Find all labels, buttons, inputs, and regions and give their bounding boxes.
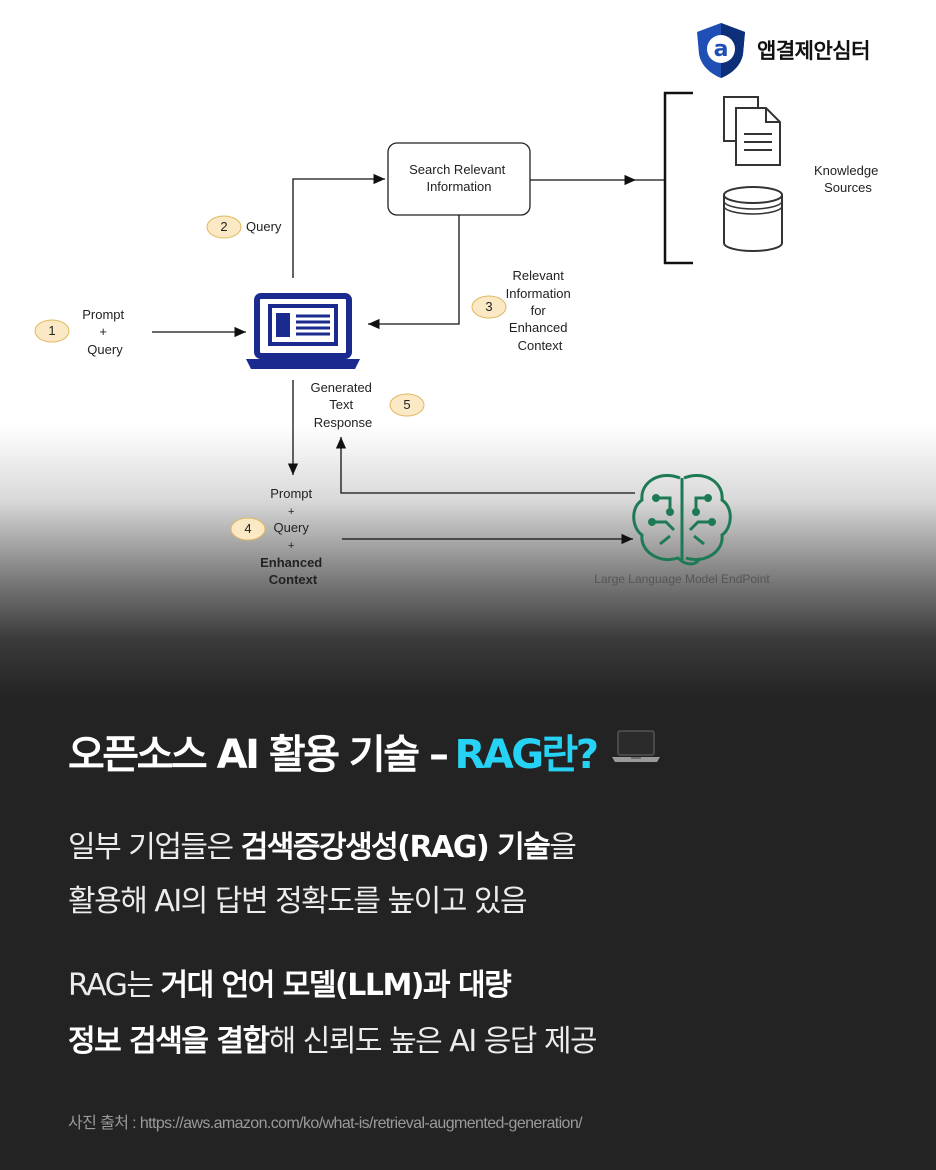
step-5-badge bbox=[389, 393, 425, 417]
generated-1: Generated bbox=[310, 380, 371, 395]
knowledge-label-1: Knowledge bbox=[814, 163, 878, 178]
body-l1-a: 일부 기업들은 bbox=[68, 830, 241, 865]
svg-text:Relevant Information f: Relevant Information for Enhanced Contex… bbox=[506, 268, 575, 353]
rag-diagram: Search Relevant Information Knowledge So… bbox=[34, 91, 882, 587]
step-2-badge bbox=[206, 215, 242, 239]
prompt-context-2: + bbox=[288, 506, 294, 518]
body-l1-b: 검색증강생성(RAG) 기술 bbox=[240, 830, 551, 865]
step-3-number: 3 bbox=[485, 299, 492, 314]
step-2-number: 2 bbox=[220, 219, 227, 234]
headline-accent: RAG란? bbox=[454, 732, 599, 778]
step-4-number: 4 bbox=[244, 521, 251, 536]
prompt-context-3: Query bbox=[273, 520, 309, 535]
search-box-line-1: Search Relevant bbox=[409, 162, 505, 177]
svg-text:Prompt + Query +: Prompt + Query + Enhanced Context bbox=[260, 486, 326, 587]
query-label: Query bbox=[246, 219, 282, 234]
arrow-llm-response bbox=[335, 437, 635, 494]
svg-text:Prompt + Query: Prompt + Query bbox=[82, 307, 128, 357]
step-4-badge bbox=[230, 517, 266, 541]
brand-name: 앱결제안심터 bbox=[757, 39, 870, 63]
prompt-context-4: + bbox=[288, 540, 294, 552]
body-line-4: 정보 검색을 결합해 신뢰도 높은 AI 응답 제공 bbox=[68, 1016, 598, 1060]
relevant-info-4: Enhanced bbox=[509, 320, 568, 335]
body-line-3: RAG는 거대 언어 모델(LLM)과 대량 bbox=[68, 960, 512, 1004]
body-l3-a: RAG는 bbox=[68, 968, 161, 1003]
relevant-info-3: for bbox=[531, 303, 547, 318]
prompt-query-3: Query bbox=[87, 342, 123, 357]
prompt-context-6: Context bbox=[269, 572, 318, 587]
knowledge-bracket bbox=[663, 91, 693, 265]
body-l4-b: 해 신뢰도 높은 AI 응답 제공 bbox=[268, 1024, 598, 1059]
svg-text:Search Relevant Informatio: Search Relevant Information bbox=[409, 162, 509, 194]
generated-3: Response bbox=[314, 415, 373, 430]
search-box-line-2: Information bbox=[426, 179, 491, 194]
step-1-badge bbox=[34, 319, 70, 343]
generated-2: Text bbox=[329, 397, 353, 412]
headline-main: 오픈소스 AI 활용 기술 – bbox=[68, 732, 449, 778]
llm-label: Large Language Model EndPoint bbox=[594, 572, 770, 586]
prompt-query-2: + bbox=[99, 324, 107, 339]
database-icon bbox=[723, 186, 783, 252]
body-line-1: 일부 기업들은 검색증강생성(RAG) 기술을 bbox=[68, 822, 577, 866]
body-l3-b: 거대 언어 모델(LLM)과 대량 bbox=[160, 968, 512, 1003]
relevant-info-2: Information bbox=[506, 286, 571, 301]
body-line-2: 활용해 AI의 답변 정확도를 높이고 있음 bbox=[68, 884, 528, 919]
svg-text:Generated Text Respons: Generated Text Response bbox=[310, 380, 375, 430]
step-3-badge bbox=[471, 295, 507, 319]
document-icon bbox=[723, 96, 781, 166]
prompt-context-1: Prompt bbox=[270, 486, 312, 501]
laptop-icon bbox=[611, 728, 661, 774]
relevant-info-5: Context bbox=[518, 338, 563, 353]
knowledge-label-2: Sources bbox=[824, 180, 872, 195]
brand-logo: a 앱결제안심터 bbox=[693, 20, 870, 80]
body-l4-a: 정보 검색을 결합 bbox=[68, 1024, 270, 1059]
diagram-background bbox=[0, 0, 936, 700]
laptop-icon bbox=[246, 293, 360, 369]
svg-text:a: a bbox=[714, 37, 729, 62]
photo-source: 사진 출처 : https://aws.amazon.com/ko/what-i… bbox=[68, 1115, 583, 1132]
headline: 오픈소스 AI 활용 기술 – RAG란? bbox=[68, 722, 661, 780]
arrow-relevant-info bbox=[368, 215, 460, 330]
svg-text:Knowledge Sources: Knowledge Sources bbox=[814, 163, 882, 195]
step-5-number: 5 bbox=[403, 397, 410, 412]
prompt-context-5: Enhanced bbox=[260, 555, 322, 570]
shield-icon: a bbox=[697, 23, 745, 78]
relevant-info-1: Relevant bbox=[513, 268, 565, 283]
step-1-number: 1 bbox=[48, 323, 55, 338]
arrow-query bbox=[292, 173, 385, 278]
prompt-query-1: Prompt bbox=[82, 307, 124, 322]
llm-brain-icon bbox=[632, 474, 732, 566]
body-l1-c: 을 bbox=[549, 830, 577, 865]
